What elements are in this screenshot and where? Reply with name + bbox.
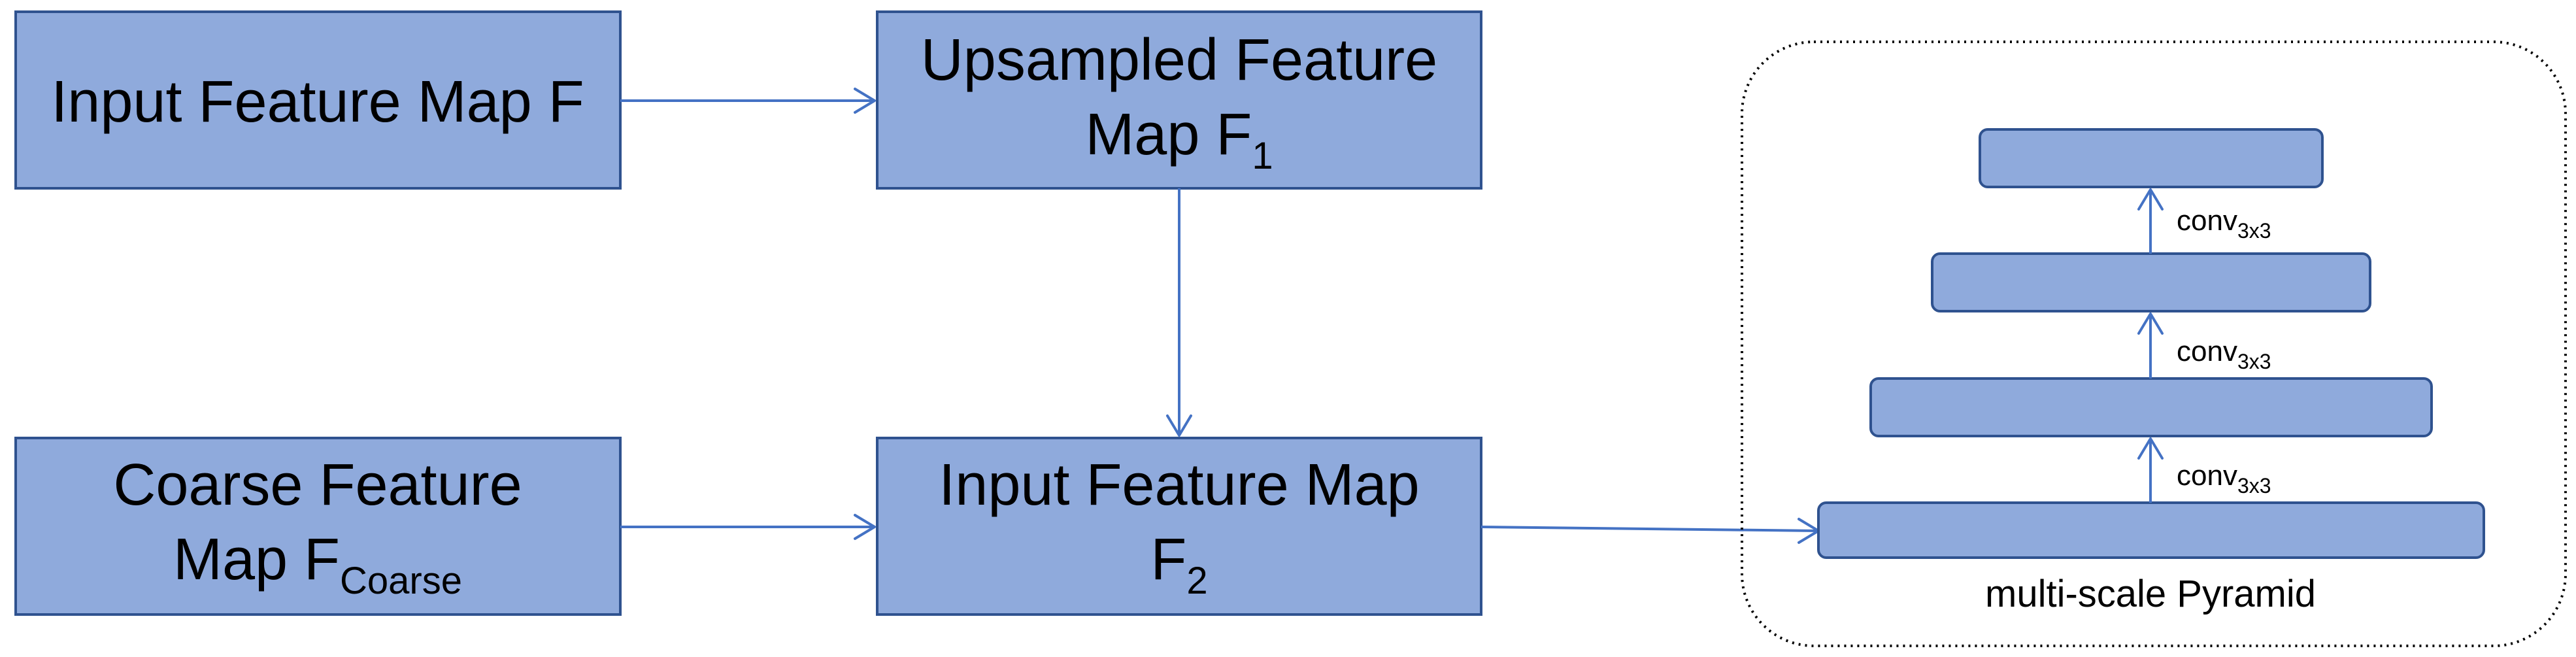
- upsampled-label-line2: Map F1: [1085, 102, 1273, 177]
- coarse-label-line2: Map FCoarse: [173, 527, 462, 602]
- conv-label-3: conv3x3: [2177, 205, 2271, 243]
- arrow-f-to-upsampled: [620, 88, 876, 114]
- upsampled-label-line1: Upsampled Feature: [921, 27, 1437, 93]
- conv-arrow-1: [2137, 437, 2164, 503]
- input-f2-label-line2: F2: [1150, 527, 1207, 602]
- pyramid-caption: multi-scale Pyramid: [1985, 573, 2316, 615]
- input-feature-map-f-node: Input Feature Map F: [14, 10, 622, 190]
- conv-label-2: conv3x3: [2177, 335, 2271, 373]
- conv-arrow-3: [2137, 188, 2164, 254]
- arrow-coarse-to-f2: [620, 514, 876, 540]
- arrow-f2-to-pyramid: [1480, 518, 1820, 544]
- pyramid-level-1: [1817, 501, 2485, 559]
- pyramid-level-3: [1931, 252, 2371, 312]
- input-feature-map-f2-node: Input Feature Map F2: [876, 437, 1482, 616]
- coarse-feature-map-node: Coarse Feature Map FCoarse: [14, 437, 622, 616]
- pyramid-level-2: [1869, 377, 2433, 437]
- coarse-label-line1: Coarse Feature: [113, 452, 522, 518]
- input-feature-map-f-label: Input Feature Map F: [51, 69, 584, 135]
- pyramid-container: [1741, 41, 2567, 647]
- conv-label-1: conv3x3: [2177, 460, 2271, 497]
- arrow-upsampled-to-f2: [1166, 188, 1192, 437]
- conv-arrow-2: [2137, 312, 2164, 379]
- input-f2-label-line1: Input Feature Map: [939, 452, 1419, 518]
- pyramid-level-4: [1979, 128, 2324, 188]
- upsampled-feature-map-node: Upsampled Feature Map F1: [876, 10, 1482, 190]
